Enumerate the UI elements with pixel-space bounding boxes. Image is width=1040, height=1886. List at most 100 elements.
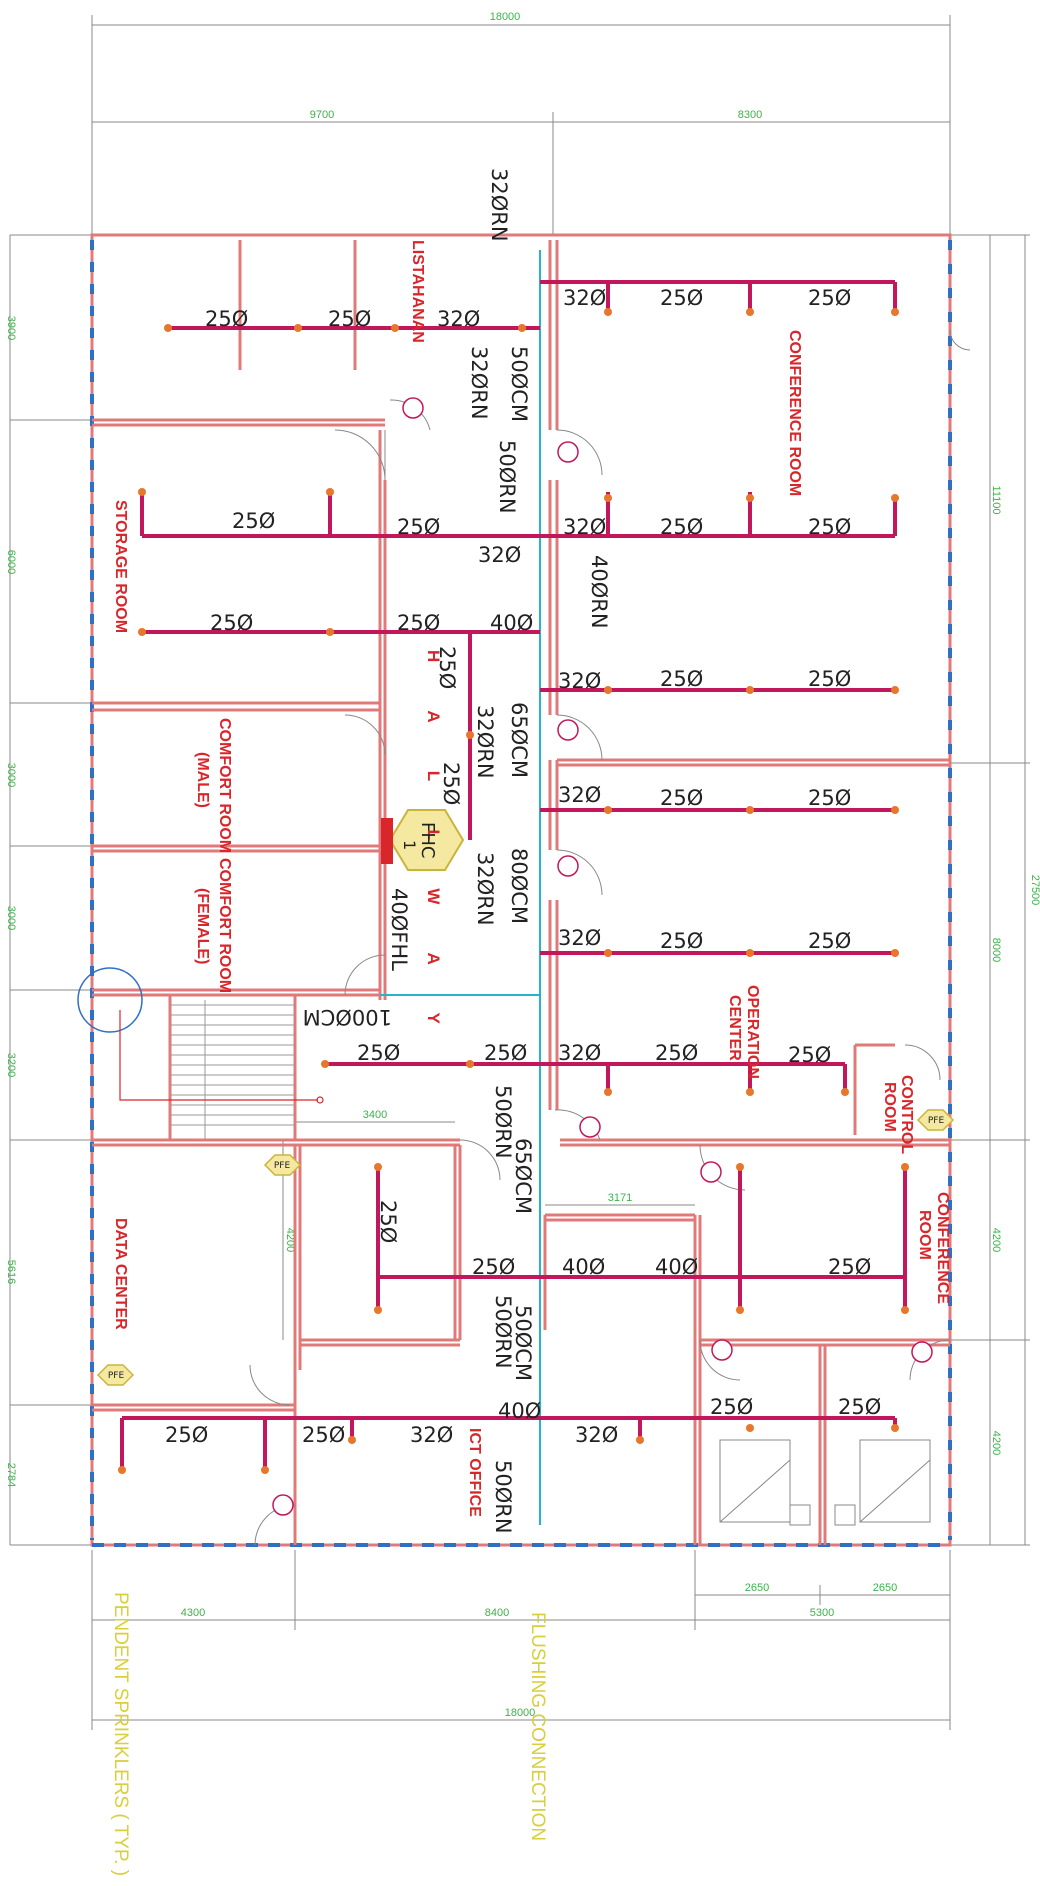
pfe-hexagon [96,1364,135,1386]
pipe-label: 40ØRN [587,555,611,629]
sprinkler-head [466,1060,474,1068]
pipe-label: 25Ø [302,1423,345,1447]
fhc-hexagon [388,809,465,871]
sprinkler-head [604,494,612,502]
door-swings [249,329,971,1546]
pipe-label: 40Ø [498,1399,541,1423]
dim-right-total: 27500 [1029,875,1040,906]
sprinkler-head [604,949,612,957]
toilet-fixtures [719,1439,931,1526]
sprinkler-head [374,1306,382,1314]
sprinkler-head [891,1424,899,1432]
fire-extinguisher-icon [557,855,579,877]
sprinkler-head [891,949,899,957]
dim-inner-4200: 4200 [284,1228,296,1252]
pipe-label: 40ØFHL [387,888,411,971]
sprinkler-pipes [120,280,907,1470]
pipe-label: 25Ø [472,1255,515,1279]
dim-right-4: 4200 [990,1431,1002,1455]
pipe-label: 100ØCM [303,1005,392,1029]
interior-walls [92,240,950,1545]
sprinkler-head [466,731,474,739]
flushing-connection-pipes [119,1010,324,1104]
pipe-label: 25Ø [808,515,851,539]
pipe-label: 25Ø [397,611,440,635]
dim-left-2: 6000 [5,550,17,574]
sprinkler-head [348,1436,356,1444]
sprinkler-head [604,1088,612,1096]
sprinkler-head [901,1306,909,1314]
room-comfort-male-2: (MALE) [194,752,211,808]
pipe-label: 32Ø [563,515,606,539]
pipe-label: 25Ø [397,515,440,539]
pipe-label: 25Ø [710,1395,753,1419]
room-ict-office: ICT OFFICE [466,1428,483,1517]
dim-left-4: 3000 [5,906,17,930]
sprinkler-head [891,308,899,316]
sprinkler-head [636,1436,644,1444]
fire-extinguisher-icon [711,1339,733,1361]
pipe-label: 25Ø [357,1041,400,1065]
room-conference-bottom-2: ROOM [916,1210,933,1260]
pipe-label: 32Ø [410,1423,453,1447]
dim-bottom-mid: 8400 [485,1607,509,1619]
sprinkler-head [326,628,334,636]
sprinkler-head [746,806,754,814]
dim-top-right: 8300 [738,109,762,121]
pipe-label: 32Ø [563,286,606,310]
dim-right-1: 11100 [990,486,1002,515]
room-conference-bottom-1: CONFERENCE [934,1192,951,1304]
pipe-label: 25Ø [660,286,703,310]
dim-right-2: 8000 [990,938,1002,962]
sprinkler-head [746,1424,754,1432]
dimension-lines [9,15,1030,1730]
sprinkler-head [326,488,334,496]
pfe-hexagon [263,1154,302,1176]
pfe-label: PFE [108,1371,125,1381]
fhc-cabinet [381,818,393,864]
dimension-labels: 18000 9700 8300 3900 6000 3000 3000 3200… [5,11,1040,1719]
pipe-label: 25Ø [484,1041,527,1065]
sprinkler-head [321,1060,329,1068]
dim-inner-3171: 3171 [608,1192,632,1204]
pipe-label: 25Ø [655,1041,698,1065]
pipe-label: 32Ø [575,1423,618,1447]
dim-bottom-left: 4300 [181,1607,205,1619]
fire-extinguisher-icon [700,1161,722,1183]
sprinkler-head [164,324,172,332]
pipe-label: 25Ø [210,611,253,635]
legend-pendent-sprinklers: PENDENT SPRINKLERS ( TYP. ) [110,1592,131,1876]
pipe-label: 25Ø [838,1395,881,1419]
dim-bottom-total: 18000 [505,1707,536,1719]
sprinkler-heads [118,308,909,1474]
sprinkler-head [891,494,899,502]
pipe-label: 25Ø [435,646,459,689]
pipe-label: 32Ø [437,307,480,331]
dim-top-total: 18000 [490,11,521,23]
dim-right-3: 4200 [990,1228,1002,1252]
fire-extinguisher-icons [272,397,933,1516]
pipe-label: 25Ø [376,1200,400,1243]
room-storage: STORAGE ROOM [112,500,129,633]
pipe-label: 40Ø [562,1255,605,1279]
stairs [170,1000,295,1140]
pipe-label: 25Ø [205,307,248,331]
fire-extinguisher-icon [272,1494,294,1516]
pipe-label: 32ØRN [473,852,497,926]
pipe-label: 32ØRN [467,346,491,420]
sprinkler-head [138,628,146,636]
dim-left-1: 3900 [5,316,17,340]
sprinkler-head [604,686,612,694]
flushing-connection-detail [77,967,143,1033]
pipe-labels: 32ØRN 25Ø 25Ø 32Ø 32Ø 25Ø 25Ø 32ØRN 50ØC… [165,168,881,1534]
sprinkler-head [374,1163,382,1171]
dim-left-7: 2784 [5,1463,17,1487]
pipe-label: 32Ø [558,1041,601,1065]
room-comfort-female-1: COMFORT ROOM [216,858,233,993]
dim-bottom-sub-2: 2650 [873,1582,897,1594]
dim-left-5: 3200 [5,1053,17,1077]
pipe-label: 25Ø [660,667,703,691]
sprinkler-head [604,308,612,316]
pfe-label: PFE [274,1161,291,1171]
